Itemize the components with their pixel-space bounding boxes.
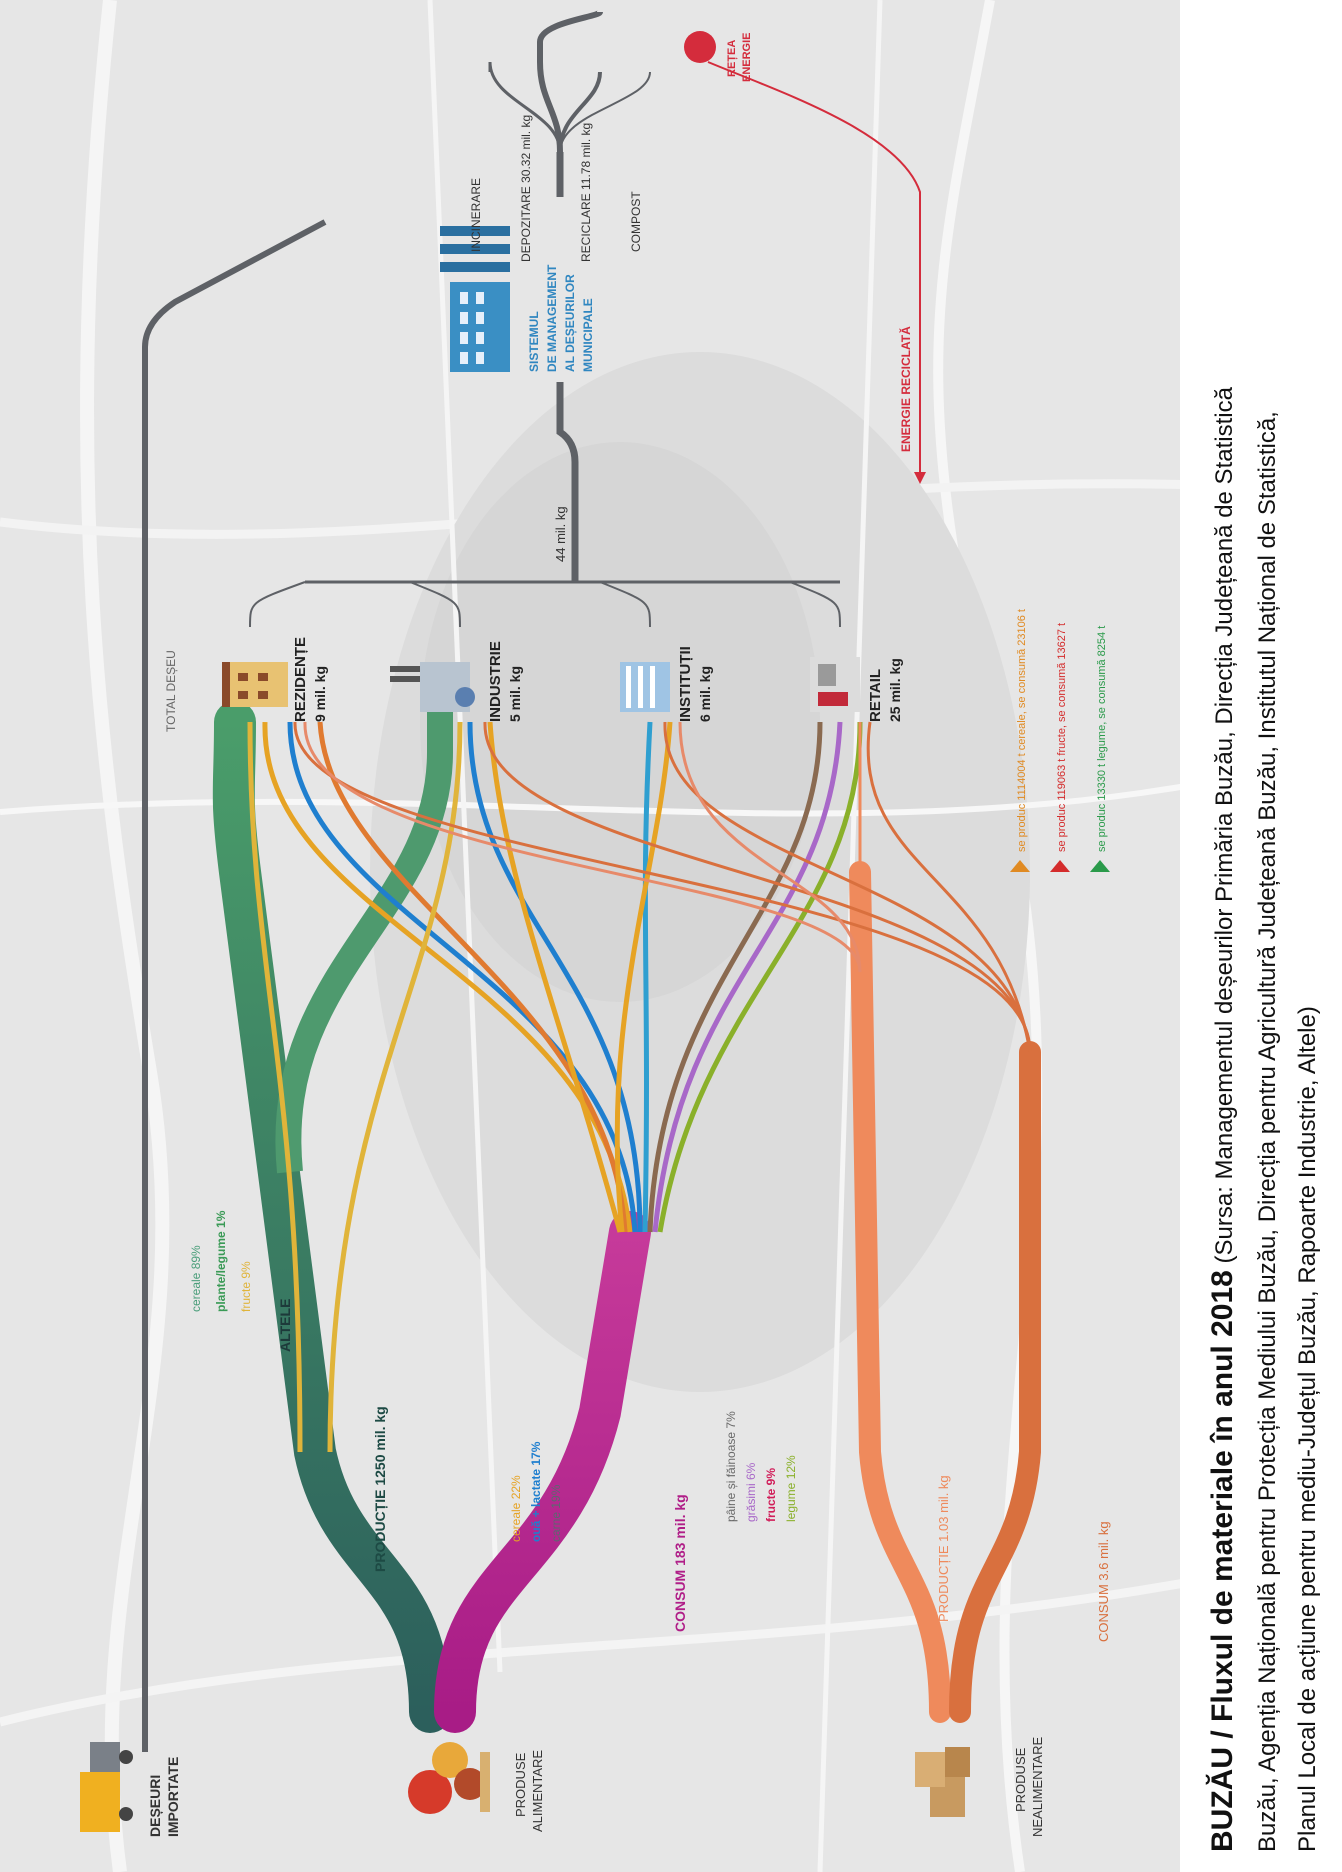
nonfood-label-2: NEALIMENTARE bbox=[1030, 1737, 1045, 1837]
prod-cereale-label: cereale 89% bbox=[189, 1245, 203, 1312]
caption-line-1: BUZĂU / Fluxul de materiale în anul 2018… bbox=[1205, 386, 1239, 1852]
prod-plante-label: plante/legume 1% bbox=[214, 1210, 228, 1312]
cons-carne-label: carne 19% bbox=[549, 1484, 563, 1542]
imported-label-1: DEȘEURI bbox=[147, 1775, 163, 1837]
caption-line-3: Planul Local de acțiune pentru mediu-Jud… bbox=[1294, 1006, 1321, 1852]
rezidente-name: REZIDENȚE bbox=[292, 637, 309, 722]
consum-label: CONSUM 183 mil. kg bbox=[672, 1494, 688, 1632]
energy-recycled-label: ENERGIE RECICLATĂ bbox=[898, 326, 913, 452]
boxes-icon bbox=[915, 1747, 970, 1817]
cons-paine-label: pâine și făinoase 7% bbox=[724, 1411, 738, 1522]
productie-label: PRODUCȚIE 1250 mil. kg bbox=[372, 1406, 388, 1572]
caption-band bbox=[1180, 0, 1342, 1872]
output-reciclare: RECICLARE 11.78 mil. kg bbox=[579, 123, 593, 262]
nonfood-productie-stream bbox=[849, 861, 951, 1723]
nonfood-consum-label: CONSUM 3.6 mil. kg bbox=[1096, 1521, 1111, 1642]
legend-cereale-text: se produc 1114004 t cereale, se consumă … bbox=[1016, 609, 1028, 852]
consum-stream bbox=[434, 1211, 651, 1733]
food-icon bbox=[408, 1742, 490, 1814]
rezidente-building-icon bbox=[222, 662, 288, 707]
legend-legume-text: se produc 13330 t legume, se consumă 825… bbox=[1096, 626, 1108, 852]
network-line-1: REȚEA bbox=[726, 40, 738, 77]
institutii-amount: 6 mil. kg bbox=[697, 666, 713, 722]
sector-buildings bbox=[222, 657, 860, 712]
legend-fructe-marker bbox=[1050, 860, 1070, 872]
retail-amount: 25 mil. kg bbox=[887, 658, 903, 722]
food-label-1: PRODUSE bbox=[513, 1752, 528, 1817]
altele-label: ALTELE bbox=[277, 1299, 293, 1352]
retail-name: RETAIL bbox=[867, 669, 884, 722]
nonfood-consum-stream bbox=[949, 1041, 1041, 1723]
food-label-2: ALIMENTARE bbox=[530, 1750, 545, 1832]
management-line-4: MUNICIPALE bbox=[581, 298, 595, 372]
institutii-building-icon bbox=[620, 662, 670, 712]
caption-title: BUZĂU / Fluxul de materiale în anul 2018 bbox=[1205, 1270, 1239, 1852]
imported-label-2: IMPORTATE bbox=[165, 1757, 181, 1837]
cons-cereale-label: cereale 22% bbox=[509, 1475, 523, 1542]
nonfood-strands bbox=[293, 721, 1032, 1053]
cons-oua-label: ouă + lactate 17% bbox=[529, 1441, 543, 1542]
caption-source-open: (Sursa: Managementul deșeurilor Primăria… bbox=[1211, 386, 1238, 1270]
energy-network-icon bbox=[684, 31, 716, 63]
management-line-1: SISTEMUL bbox=[527, 311, 541, 372]
total-waste-label: 44 mil. kg bbox=[553, 506, 568, 562]
nonfood-productie-label: PRODUCȚIE 1.03 mil. kg bbox=[936, 1475, 951, 1622]
industrie-amount: 5 mil. kg bbox=[507, 666, 523, 722]
industrie-building-icon bbox=[390, 662, 475, 712]
output-incinerare: INCINERARE bbox=[469, 178, 483, 252]
legend-legume-marker bbox=[1090, 860, 1110, 872]
productie-stream bbox=[212, 701, 451, 1733]
truck-icon bbox=[80, 1742, 133, 1832]
legend-fructe-text: se produc 119063 t fructe, se consumă 13… bbox=[1056, 623, 1068, 852]
waste-strands bbox=[247, 721, 863, 1453]
legend-cereale-marker bbox=[1010, 860, 1030, 872]
industrie-name: INDUSTRIE bbox=[487, 641, 504, 722]
management-outputs bbox=[488, 9, 651, 153]
productie-to-industrie bbox=[275, 672, 453, 1174]
legend-markers bbox=[1010, 860, 1110, 872]
cons-fructe-label: fructe 9% bbox=[764, 1468, 778, 1522]
retail-building-icon bbox=[810, 657, 860, 712]
caption: BUZĂU / Fluxul de materiale în anul 2018… bbox=[1205, 386, 1321, 1852]
energy-return-flow bbox=[707, 61, 921, 472]
total-deseu-label: TOTAL DEȘEU bbox=[164, 650, 178, 732]
caption-line-2: Buzău, Agenția Națională pentru Protecți… bbox=[1254, 411, 1281, 1852]
prod-fructe-label: fructe 9% bbox=[239, 1261, 253, 1312]
output-depozitare: DEPOZITARE 30.32 mil. kg bbox=[519, 115, 533, 262]
output-compost: COMPOST bbox=[629, 191, 643, 252]
energy-arrow bbox=[914, 472, 926, 484]
cons-grasimi-label: grăsimi 6% bbox=[744, 1462, 758, 1522]
rezidente-amount: 9 mil. kg bbox=[312, 666, 328, 722]
management-line-2: DE MANAGEMENT bbox=[545, 264, 559, 372]
management-line-3: AL DEȘEURILOR bbox=[563, 274, 577, 372]
labels: DEȘEURI IMPORTATE PRODUSE ALIMENTARE PRO… bbox=[147, 32, 1111, 1837]
collector-lines bbox=[249, 152, 841, 628]
management-building-icon bbox=[440, 226, 510, 372]
network-line-2: ENERGIE bbox=[741, 32, 753, 82]
imported-waste-flow bbox=[142, 219, 327, 1752]
cons-legume-label: legume 12% bbox=[784, 1455, 798, 1522]
nonfood-label-1: PRODUSE bbox=[1013, 1747, 1028, 1812]
institutii-name: INSTITUȚII bbox=[677, 646, 694, 722]
